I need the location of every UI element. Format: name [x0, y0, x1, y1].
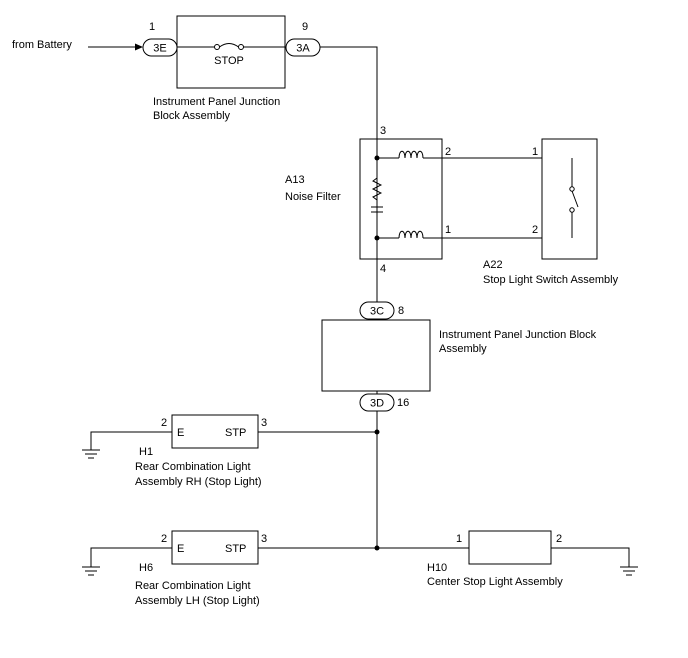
noise-filter-body	[359, 138, 443, 260]
coil-icon-lower	[398, 230, 424, 239]
connector-3e	[142, 38, 178, 57]
ground-icon	[82, 449, 100, 459]
battery-label: from Battery	[12, 39, 72, 51]
noise-filter-pin-lower-right: 1	[445, 224, 451, 236]
pin-label-3d: 16	[397, 397, 409, 409]
coil-icon-upper	[398, 150, 424, 159]
connector-3a-label: 3A	[296, 43, 310, 55]
light-lh-name: Rear Combination Light	[135, 580, 251, 592]
light-lh-terminal-e: E	[177, 543, 184, 555]
light-rh-name-line2: Assembly RH (Stop Light)	[135, 476, 262, 488]
pin-label-3c: 8	[398, 305, 404, 317]
connector-3e-label: 3E	[153, 43, 166, 55]
fuse-label: STOP	[214, 55, 244, 67]
light-lh-name-line2: Assembly LH (Stop Light)	[135, 595, 260, 607]
noise-filter-name: Noise Filter	[285, 191, 341, 203]
light-lh-terminal-stp: STP	[225, 543, 246, 555]
center-light-pin-right: 2	[556, 533, 562, 545]
stop-switch-name: Stop Light Switch Assembly	[483, 274, 619, 286]
arrow-icon	[135, 43, 143, 51]
light-rh-name: Rear Combination Light	[135, 461, 251, 473]
light-lh-pin-right: 3	[261, 533, 267, 545]
noise-filter-pin-bottom: 4	[380, 263, 386, 275]
stop-switch-body	[541, 138, 598, 260]
stop-switch-pin-bottom: 2	[532, 224, 538, 236]
connector-3d	[359, 393, 395, 412]
junction-block-1-name-line2: Block Assembly	[153, 110, 231, 122]
light-rh-terminal-e: E	[177, 427, 184, 439]
light-rh-code: H1	[139, 446, 153, 458]
center-light-body	[468, 530, 552, 565]
fuse-icon	[177, 43, 285, 50]
pin-label-3e: 1	[149, 21, 155, 33]
center-light-code: H10	[427, 562, 447, 574]
light-lh-code: H6	[139, 562, 153, 574]
noise-filter-pin-upper-right: 2	[445, 146, 451, 158]
junction-block-2-name-line2: Assembly	[439, 343, 487, 355]
stop-switch-pin-top: 1	[532, 146, 538, 158]
connector-3c	[359, 301, 395, 320]
wire-3a-to-filter	[320, 46, 378, 139]
noise-filter-internals	[371, 139, 399, 259]
light-lh-pin-left: 2	[161, 533, 167, 545]
ground-icon	[620, 566, 638, 576]
light-rh-pin-right: 3	[261, 417, 267, 429]
pin-label-3a: 9	[302, 21, 308, 33]
stop-switch-code: A22	[483, 259, 503, 271]
ground-icon	[82, 566, 100, 576]
center-light-name: Center Stop Light Assembly	[427, 576, 563, 588]
wire-h10-to-ground	[551, 547, 630, 567]
junction-block-1-name: Instrument Panel Junction	[153, 96, 280, 108]
connector-3c-label: 3C	[370, 306, 384, 318]
noise-filter-pin-top: 3	[380, 125, 386, 137]
junction-block-2	[321, 319, 431, 392]
switch-icon	[569, 158, 579, 238]
light-rh-body	[171, 414, 259, 449]
light-rh-terminal-stp: STP	[225, 427, 246, 439]
wire-h6-to-ground	[90, 547, 172, 567]
connector-3d-label: 3D	[370, 398, 384, 410]
noise-filter-code: A13	[285, 174, 305, 186]
wire-h1-to-ground	[90, 431, 172, 450]
center-light-pin-left: 1	[456, 533, 462, 545]
light-rh-pin-left: 2	[161, 417, 167, 429]
junction-block-2-name: Instrument Panel Junction Block	[439, 329, 597, 341]
junction-block-1	[176, 15, 286, 89]
